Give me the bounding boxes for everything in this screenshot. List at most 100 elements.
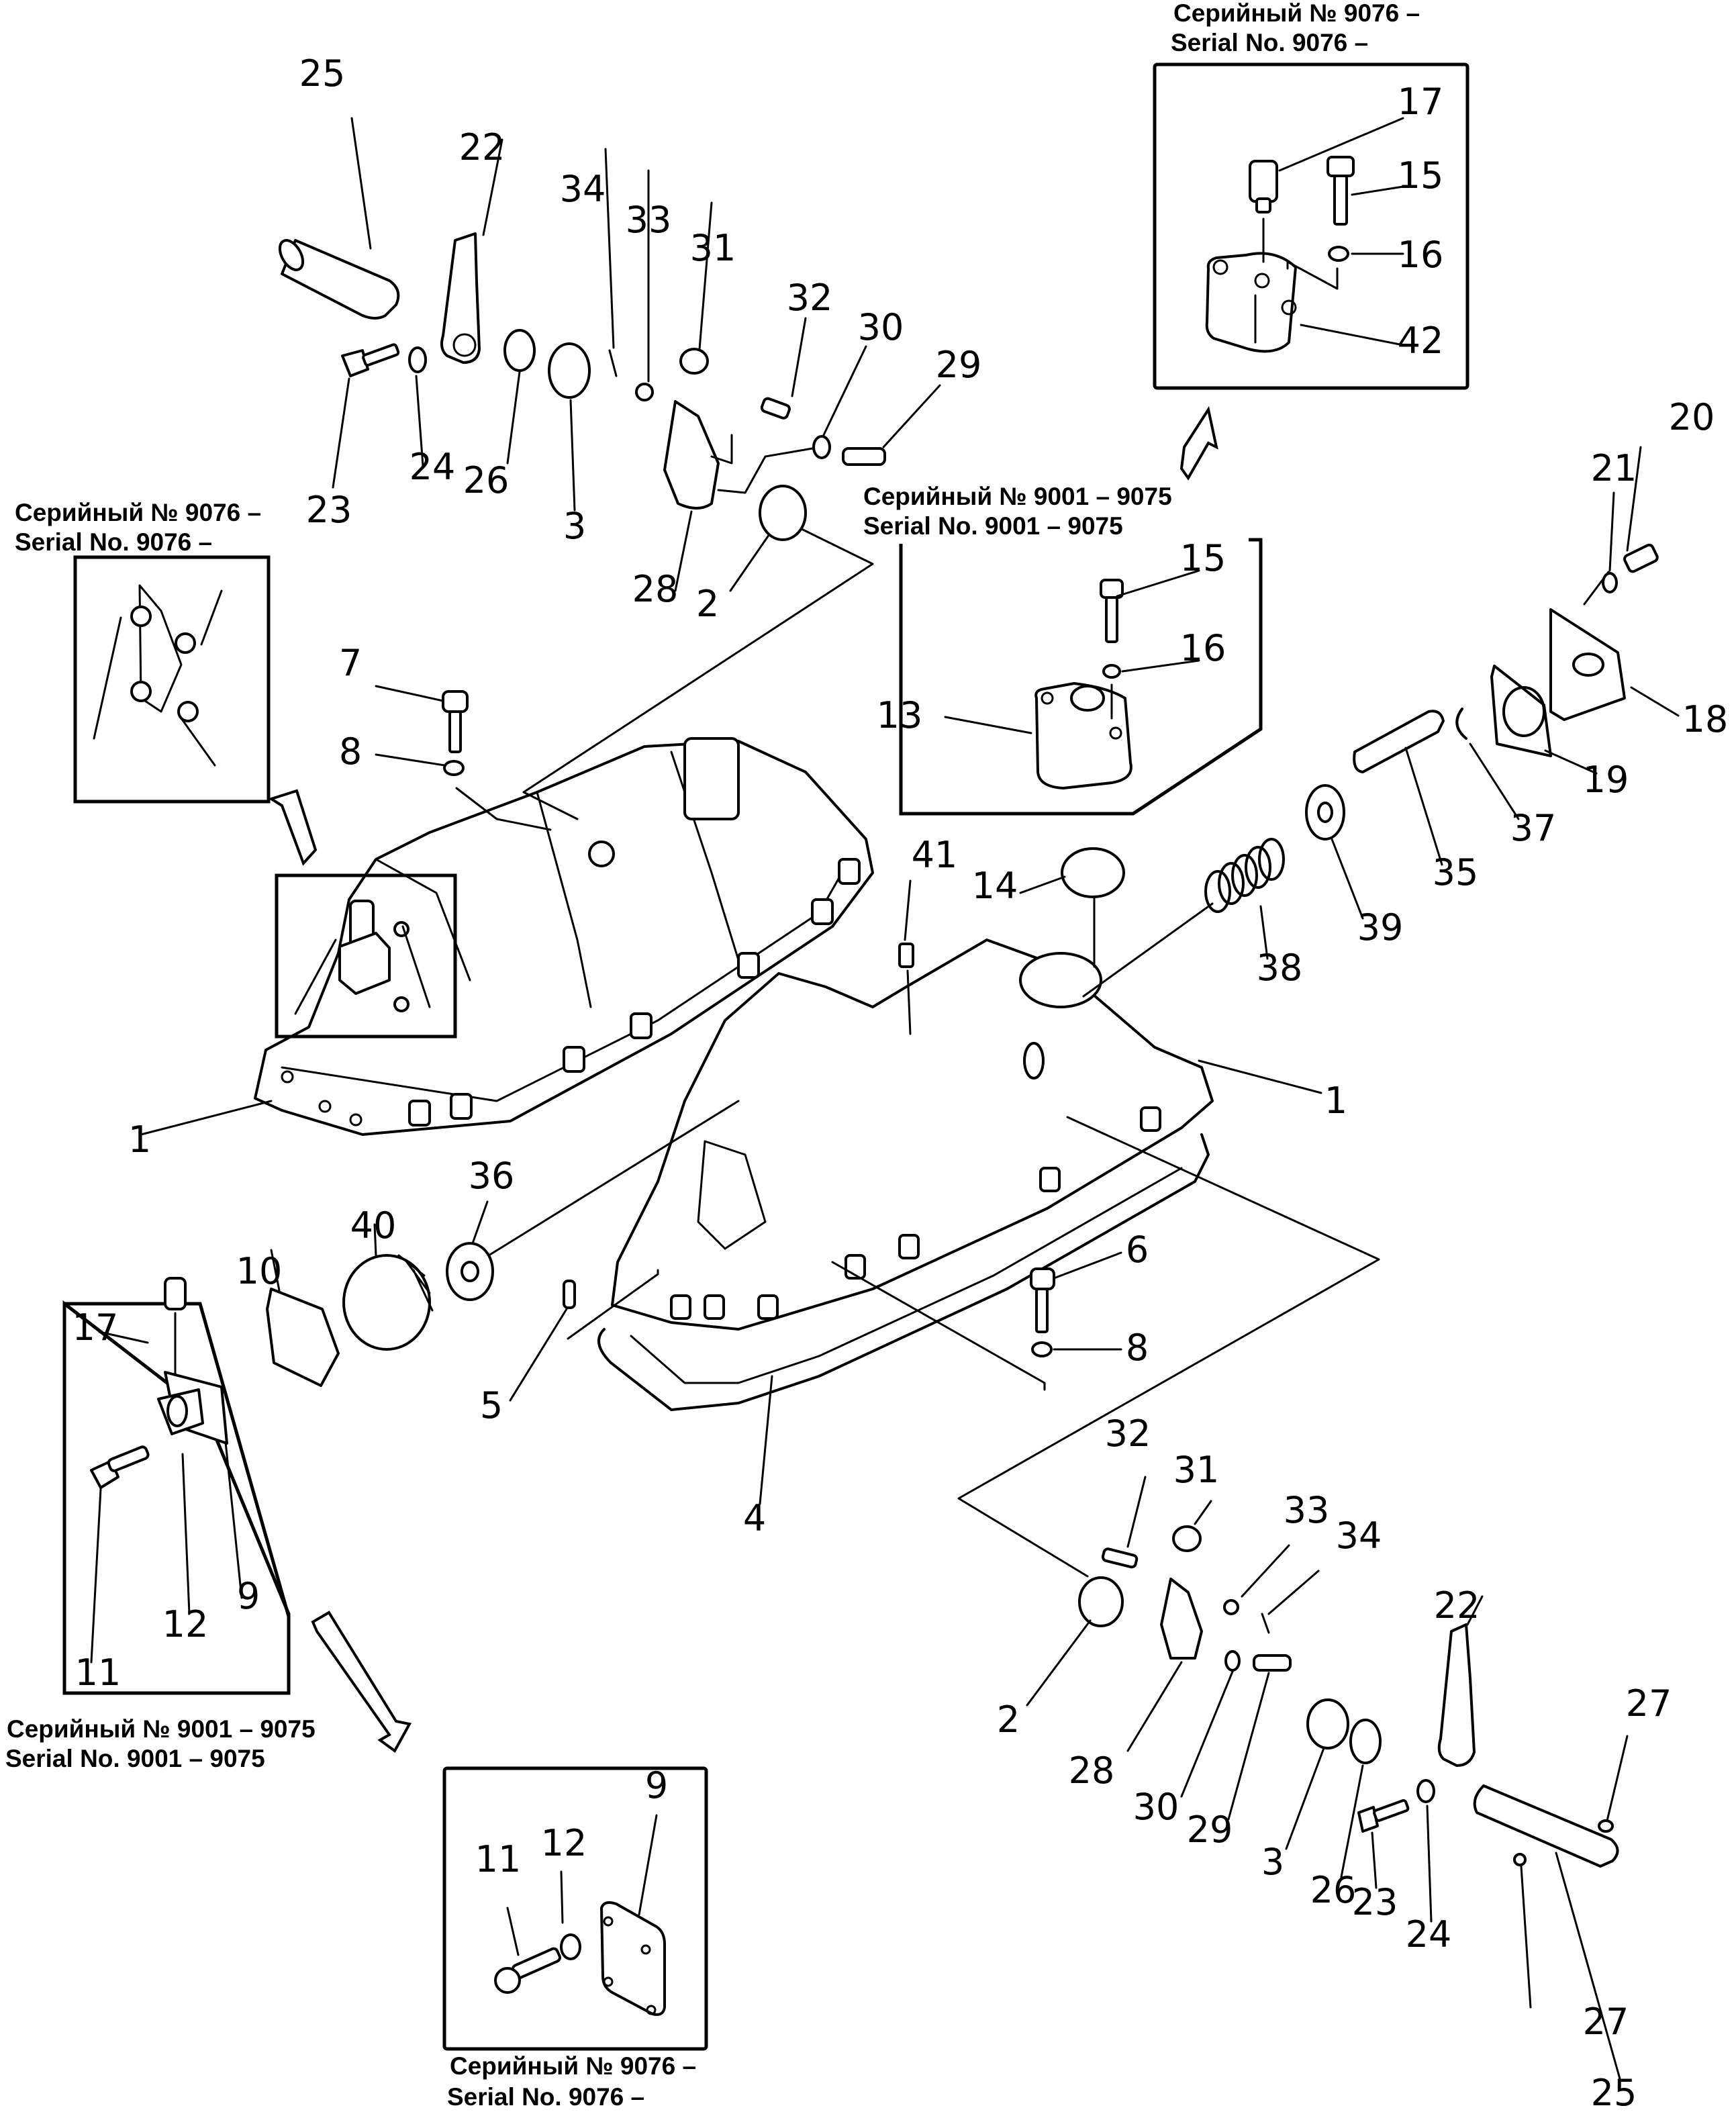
caption-ru: Серийный № 9076 –	[450, 2052, 696, 2080]
callout-26: 26	[1310, 1869, 1357, 1911]
shaft-25b	[1473, 1784, 1619, 1868]
callout-3: 3	[1261, 1841, 1284, 1883]
caption-upper-left: Серийный № 9076 – Serial No. 9076 –	[15, 499, 261, 556]
washer-8b	[1031, 1341, 1053, 1357]
callout-18: 18	[1682, 698, 1729, 740]
lever-22	[440, 138, 503, 364]
caption-lower-left: Серийный № 9001 – 9075 Serial No. 9001 –…	[5, 1715, 316, 1772]
washer-30	[812, 435, 831, 459]
housing-lower	[597, 939, 1322, 1505]
callout-22: 22	[459, 126, 505, 169]
callout-22: 22	[1434, 1584, 1480, 1627]
callout-9: 9	[645, 1764, 668, 1807]
valve-assembly	[898, 446, 1680, 1035]
callout-14: 14	[972, 865, 1018, 907]
callout-4: 4	[743, 1497, 766, 1539]
inset-top-right	[1153, 62, 1469, 390]
collar-31	[679, 348, 709, 375]
caption-ru: Серийный № 9001 – 9075	[863, 483, 1172, 510]
arrow-down-right	[311, 1611, 412, 1753]
callout-25: 25	[1591, 2072, 1637, 2112]
callout-8: 8	[1126, 1327, 1149, 1369]
callout-20: 20	[1669, 396, 1715, 438]
pin-32b	[1101, 1547, 1139, 1569]
washer-24b	[1416, 1779, 1435, 1803]
callout-15: 15	[1398, 154, 1444, 197]
callout-11: 11	[75, 1651, 122, 1694]
callout-12: 12	[541, 1822, 587, 1864]
callout-24: 24	[1406, 1913, 1452, 1956]
washer-33	[635, 383, 654, 401]
callout-17: 17	[1398, 81, 1444, 123]
sensor-17	[1249, 160, 1278, 263]
bolt-23	[332, 343, 400, 489]
bolt-29b	[1253, 1654, 1292, 1672]
callout-29: 29	[936, 344, 982, 386]
callout-3: 3	[563, 505, 586, 547]
callout-32: 32	[1105, 1412, 1151, 1455]
callout-41: 41	[912, 834, 958, 876]
callout-30: 30	[858, 306, 904, 348]
callout-1: 1	[128, 1118, 151, 1161]
callout-1: 1	[1324, 1079, 1347, 1122]
caption-ru: Серийный № 9076 –	[1173, 0, 1420, 27]
callout-27: 27	[1626, 1682, 1672, 1725]
callout-29: 29	[1187, 1809, 1233, 1851]
callout-23: 23	[306, 489, 352, 531]
inset-housing	[275, 873, 457, 1039]
bearing-26b	[1349, 1719, 1382, 1764]
gasket-19	[1490, 665, 1552, 757]
spring-38	[1204, 838, 1285, 913]
caption-en: Serial No. 9076 –	[1171, 29, 1368, 56]
pin-27b	[1513, 1853, 1527, 1866]
callout-28: 28	[1069, 1749, 1115, 1792]
housing-upper	[140, 737, 874, 1136]
callout-33: 33	[1284, 1489, 1330, 1531]
bolt-20	[1623, 543, 1659, 573]
arrow-up-left	[268, 789, 318, 866]
callout-42: 42	[1398, 320, 1444, 362]
callout-34: 34	[1336, 1515, 1382, 1557]
callout-7: 7	[339, 642, 362, 684]
bearing-26	[503, 329, 536, 372]
callout-21: 21	[1591, 447, 1637, 489]
inset-bottom-center	[442, 1766, 708, 2051]
callout-15: 15	[1180, 537, 1226, 579]
gasket-10	[266, 1288, 340, 1387]
callout-25: 25	[299, 52, 346, 95]
caption-bottom-center: Серийный № 9076 – Serial No. 9076 –	[447, 2052, 696, 2111]
plunger-35	[1353, 710, 1445, 773]
bearing-3	[548, 342, 591, 399]
caption-en: Serial No. 9001 – 9075	[5, 1745, 265, 1772]
cover-13	[1034, 682, 1132, 789]
callout-19: 19	[1583, 759, 1629, 801]
callout-5: 5	[480, 1384, 503, 1427]
callout-9: 9	[237, 1575, 260, 1617]
arrow-up-right	[1179, 405, 1218, 481]
plug-36	[446, 1242, 494, 1301]
shaft-25	[278, 117, 400, 320]
callout-2: 2	[696, 583, 719, 625]
callout-17: 17	[73, 1306, 119, 1349]
bearing-2b	[1078, 1576, 1124, 1627]
callout-34: 34	[560, 168, 606, 210]
callout-32: 32	[787, 277, 833, 319]
callout-23: 23	[1352, 1881, 1398, 1923]
callout-36: 36	[469, 1155, 515, 1197]
bottom-cluster	[1026, 1476, 1629, 2082]
callout-31: 31	[1173, 1449, 1220, 1491]
washer-16	[1328, 246, 1349, 262]
callout-16: 16	[1398, 234, 1444, 276]
arm-28	[663, 400, 720, 510]
callout-37: 37	[1510, 807, 1557, 849]
callout-39: 39	[1357, 906, 1404, 949]
pin-34b	[1261, 1613, 1270, 1634]
pin-34	[608, 349, 618, 377]
inset-mid-right	[899, 538, 1263, 816]
callout-11: 11	[475, 1838, 522, 1880]
caption-en: Serial No. 9076 –	[447, 2083, 644, 2111]
pin-32	[760, 397, 791, 420]
plug-41	[898, 943, 914, 968]
cover-42	[1205, 252, 1297, 353]
callout-33: 33	[626, 199, 672, 241]
